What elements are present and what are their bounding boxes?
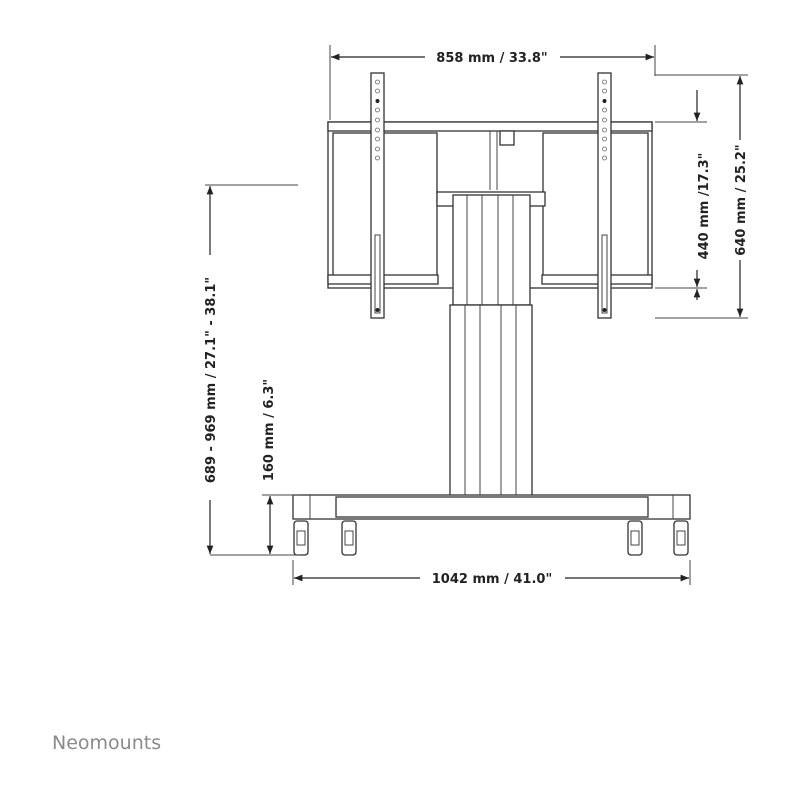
height-dimensions: 689 - 969 mm / 27.1" - 38.1" 160 mm / 6.… bbox=[204, 184, 300, 556]
mount-width-label: 858 mm / 33.8" bbox=[436, 51, 547, 66]
base-width-label: 1042 mm / 41.0" bbox=[432, 572, 552, 587]
height-range-label: 689 - 969 mm / 27.1" - 38.1" bbox=[204, 277, 219, 483]
mount-total-height-label: 640 mm / 25.2" bbox=[734, 144, 749, 255]
mount-height-dimensions: 440 mm /17.3" 640 mm / 25.2" bbox=[655, 74, 749, 319]
column bbox=[436, 191, 546, 497]
brand-logo: Neomounts bbox=[52, 732, 161, 754]
base-width-dimension: 1042 mm / 41.0" bbox=[292, 560, 691, 587]
width-dimension: 858 mm / 33.8" bbox=[329, 45, 656, 120]
base bbox=[292, 494, 691, 556]
caster-wheels bbox=[293, 520, 689, 556]
base-height-label: 160 mm / 6.3" bbox=[262, 379, 277, 481]
mount-frame bbox=[327, 72, 653, 319]
mount-inner-height-label: 440 mm /17.3" bbox=[697, 153, 712, 260]
